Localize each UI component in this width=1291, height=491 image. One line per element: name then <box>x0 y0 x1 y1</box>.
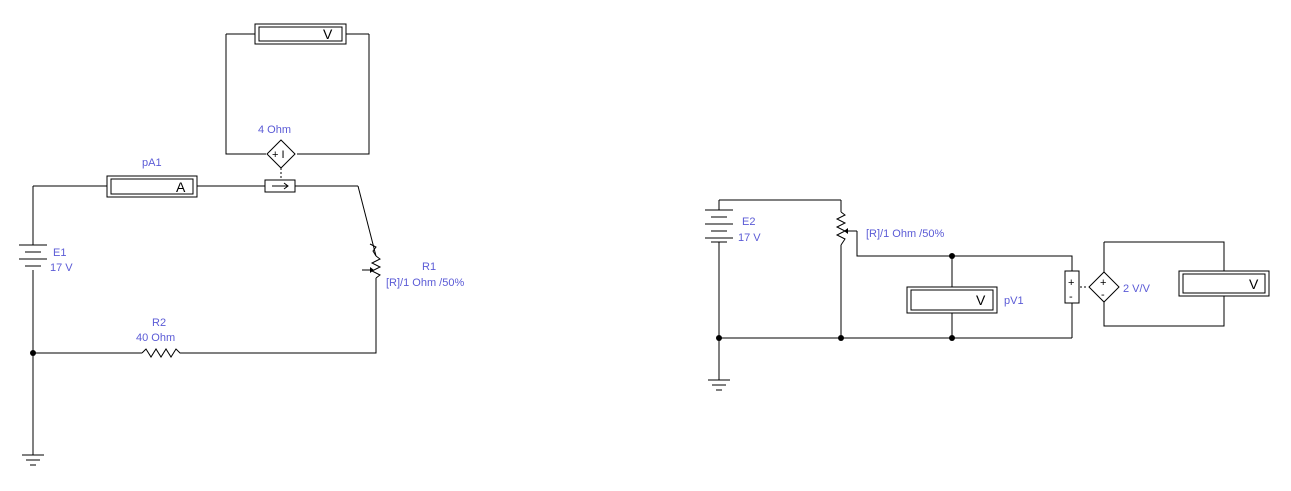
resistor-r2-label: R2 <box>152 317 166 329</box>
junction-right-1 <box>716 335 722 341</box>
current-sensor[interactable] <box>264 179 296 193</box>
ccvs-gain-label: 4 Ohm <box>258 124 291 136</box>
junction-left <box>30 350 36 356</box>
vcvs-source[interactable]: + - <box>1088 271 1120 303</box>
ground-right <box>708 379 730 391</box>
vcvs-gain-label: 2 V/V <box>1123 283 1151 295</box>
battery-e1-label: E1 <box>53 247 66 259</box>
resistor-r2-value: 40 Ohm <box>136 332 175 344</box>
voltmeter-pv1-label: pV1 <box>1004 295 1024 307</box>
voltage-sensor-minus: - <box>1069 291 1073 303</box>
junction-right-2 <box>838 335 844 341</box>
voltmeter-top[interactable]: V <box>254 23 347 45</box>
voltmeter-top-unit: V <box>323 26 333 42</box>
vcvs-minus: - <box>1101 289 1105 301</box>
voltage-sensor-plus: + <box>1068 277 1074 289</box>
right-circuit: E2 17 V [R]/1 Ohm /50% V pV1 + - + - 2 V <box>705 199 1270 391</box>
voltmeter-pv1-unit: V <box>976 292 986 308</box>
left-wires <box>32 33 377 455</box>
ammeter[interactable]: A <box>106 175 198 198</box>
voltmeter-out[interactable]: V <box>1178 270 1270 297</box>
battery-e2-value: 17 V <box>738 232 761 244</box>
right-wires <box>718 199 1225 380</box>
battery-e2[interactable] <box>705 209 733 243</box>
potentiometer-r1-label: R1 <box>422 261 436 273</box>
voltage-sensor[interactable]: + - <box>1064 270 1080 304</box>
left-circuit: V + I 4 Ohm A pA1 E1 17 V <box>19 23 464 466</box>
battery-e2-label: E2 <box>742 216 755 228</box>
junction-right-4 <box>949 253 955 259</box>
ammeter-label: pA1 <box>142 157 162 169</box>
potentiometer-right[interactable] <box>835 211 857 246</box>
voltmeter-pv1[interactable]: V <box>906 286 998 314</box>
ammeter-unit: A <box>176 179 186 195</box>
ccvs-source[interactable]: + I <box>266 139 296 169</box>
vcvs-plus: + <box>1100 277 1106 289</box>
battery-e1[interactable] <box>19 244 47 270</box>
potentiometer-r1-value: [R]/1 Ohm /50% <box>386 277 464 289</box>
potentiometer-right-value: [R]/1 Ohm /50% <box>866 228 944 240</box>
potentiometer-r1[interactable] <box>362 243 382 279</box>
battery-e1-value: 17 V <box>50 262 73 274</box>
resistor-r2[interactable] <box>141 348 182 358</box>
junction-right-3 <box>949 335 955 341</box>
voltmeter-out-unit: V <box>1249 276 1259 292</box>
ccvs-symbol: + I <box>272 149 285 161</box>
ground-left <box>22 454 44 466</box>
